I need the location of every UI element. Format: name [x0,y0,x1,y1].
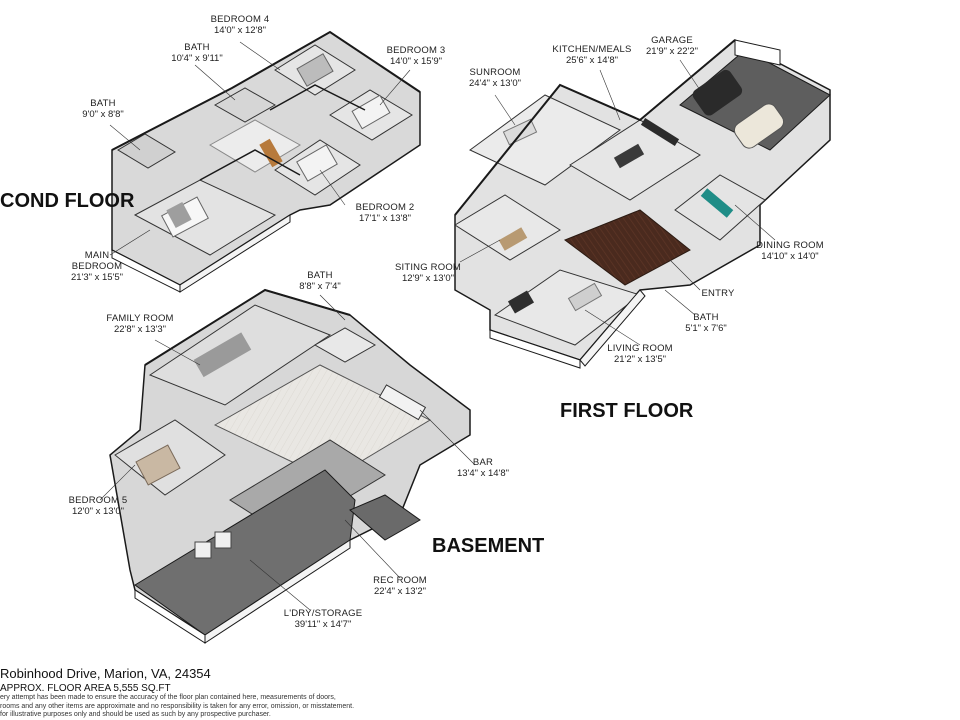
disclaimer-line-3: for illustrative purposes only and shoul… [0,711,271,718]
disclaimer-line-1: ery attempt has been made to ensure the … [0,694,336,701]
basement-title: BASEMENT [432,535,545,557]
upper-bath-floor [213,87,277,123]
wood-floor-hall [563,209,691,286]
basement-bath-floor [313,327,377,363]
label-entry: ENTRY [701,288,735,299]
dryer-icon [214,531,232,549]
bed-icon [135,444,181,486]
sunroom-floor [469,94,621,186]
dining-table-icon [700,188,734,218]
floor-area: APPROX. FLOOR AREA 5,555 SQ.FT [0,683,171,694]
basement-plan [109,288,471,644]
address: Robinhood Drive, Marion, VA, 24354 [0,666,211,681]
washer-icon [194,541,212,559]
siting-room-floor [454,194,561,261]
disclaimer-line-2: rooms and any other items are approximat… [0,702,355,710]
leader-lines [99,41,776,611]
first-floor-plan [454,39,831,369]
footer: Robinhood Drive, Marion, VA, 24354 APPRO… [0,666,354,720]
car-light-icon [733,103,785,149]
second-floor-plan [111,30,421,293]
first-floor-title: FIRST FLOOR [560,400,694,422]
laundry-storage-floor [134,469,356,636]
car-dark-icon [692,69,743,116]
second-floor-title: COND FLOOR [0,190,135,212]
left-bath-floor [117,133,176,169]
